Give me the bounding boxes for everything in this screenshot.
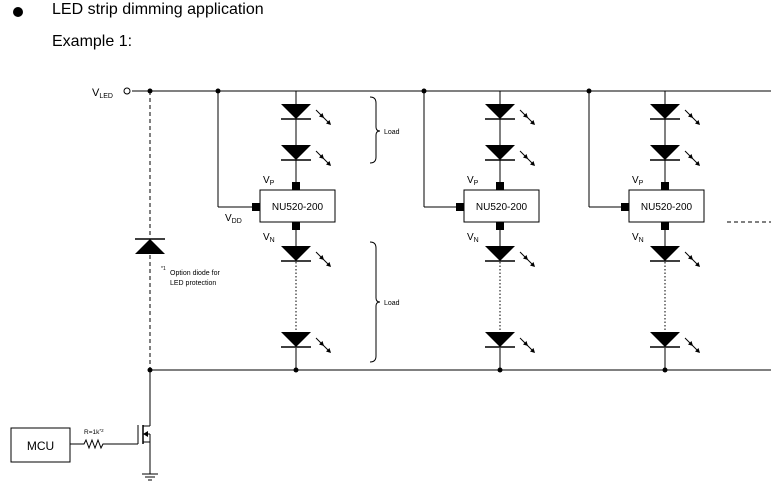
driver-box	[463, 189, 540, 223]
mcu-box	[10, 427, 71, 463]
option-note-line1: Option diode for	[170, 270, 220, 277]
ground-icon	[142, 473, 158, 481]
led-icon	[281, 145, 331, 166]
led-icon	[485, 104, 535, 125]
led-icon	[650, 246, 700, 267]
vp-label: VP	[467, 175, 479, 187]
resistor-label: R=1k*2	[84, 428, 104, 436]
heading: LED strip dimming application	[52, 1, 264, 18]
driver-label: NU520-200	[476, 202, 528, 213]
load-label: Load	[384, 300, 400, 307]
led-icon	[485, 145, 535, 166]
led-icon	[485, 246, 535, 267]
led-icon	[281, 246, 331, 267]
vled-label: VLED	[92, 87, 113, 100]
resistor-icon	[70, 438, 110, 450]
led-icon	[281, 332, 331, 353]
driver-label: NU520-200	[641, 202, 693, 213]
option-note-mark: *1	[161, 266, 166, 272]
driver-stage: NU520-200 VP VN	[586, 88, 705, 373]
driver-label: NU520-200	[272, 202, 324, 213]
mosfet-icon	[110, 420, 151, 474]
led-icon	[650, 332, 700, 353]
led-icon	[485, 332, 535, 353]
vled-terminal	[123, 87, 131, 95]
option-note-line2: LED protection	[170, 280, 216, 287]
load-bracket	[369, 96, 381, 164]
vp-label: VP	[263, 175, 275, 187]
driver-box	[628, 189, 705, 223]
vdd-label: VDD	[225, 213, 242, 225]
vn-label: VN	[263, 232, 275, 244]
mcu-label: MCU	[27, 439, 54, 453]
load-label: Load	[384, 129, 400, 136]
driver-stage: NU520-200 VP VN	[421, 88, 540, 373]
example-label: Example 1:	[52, 33, 133, 50]
protection-diode-icon	[135, 238, 165, 254]
led-icon	[650, 104, 700, 125]
led-icon	[281, 104, 331, 125]
vn-label: VN	[467, 232, 479, 244]
vp-label: VP	[632, 175, 644, 187]
load-bracket	[369, 241, 381, 363]
vn-label: VN	[632, 232, 644, 244]
bullet-icon	[13, 7, 23, 17]
led-icon	[650, 145, 700, 166]
